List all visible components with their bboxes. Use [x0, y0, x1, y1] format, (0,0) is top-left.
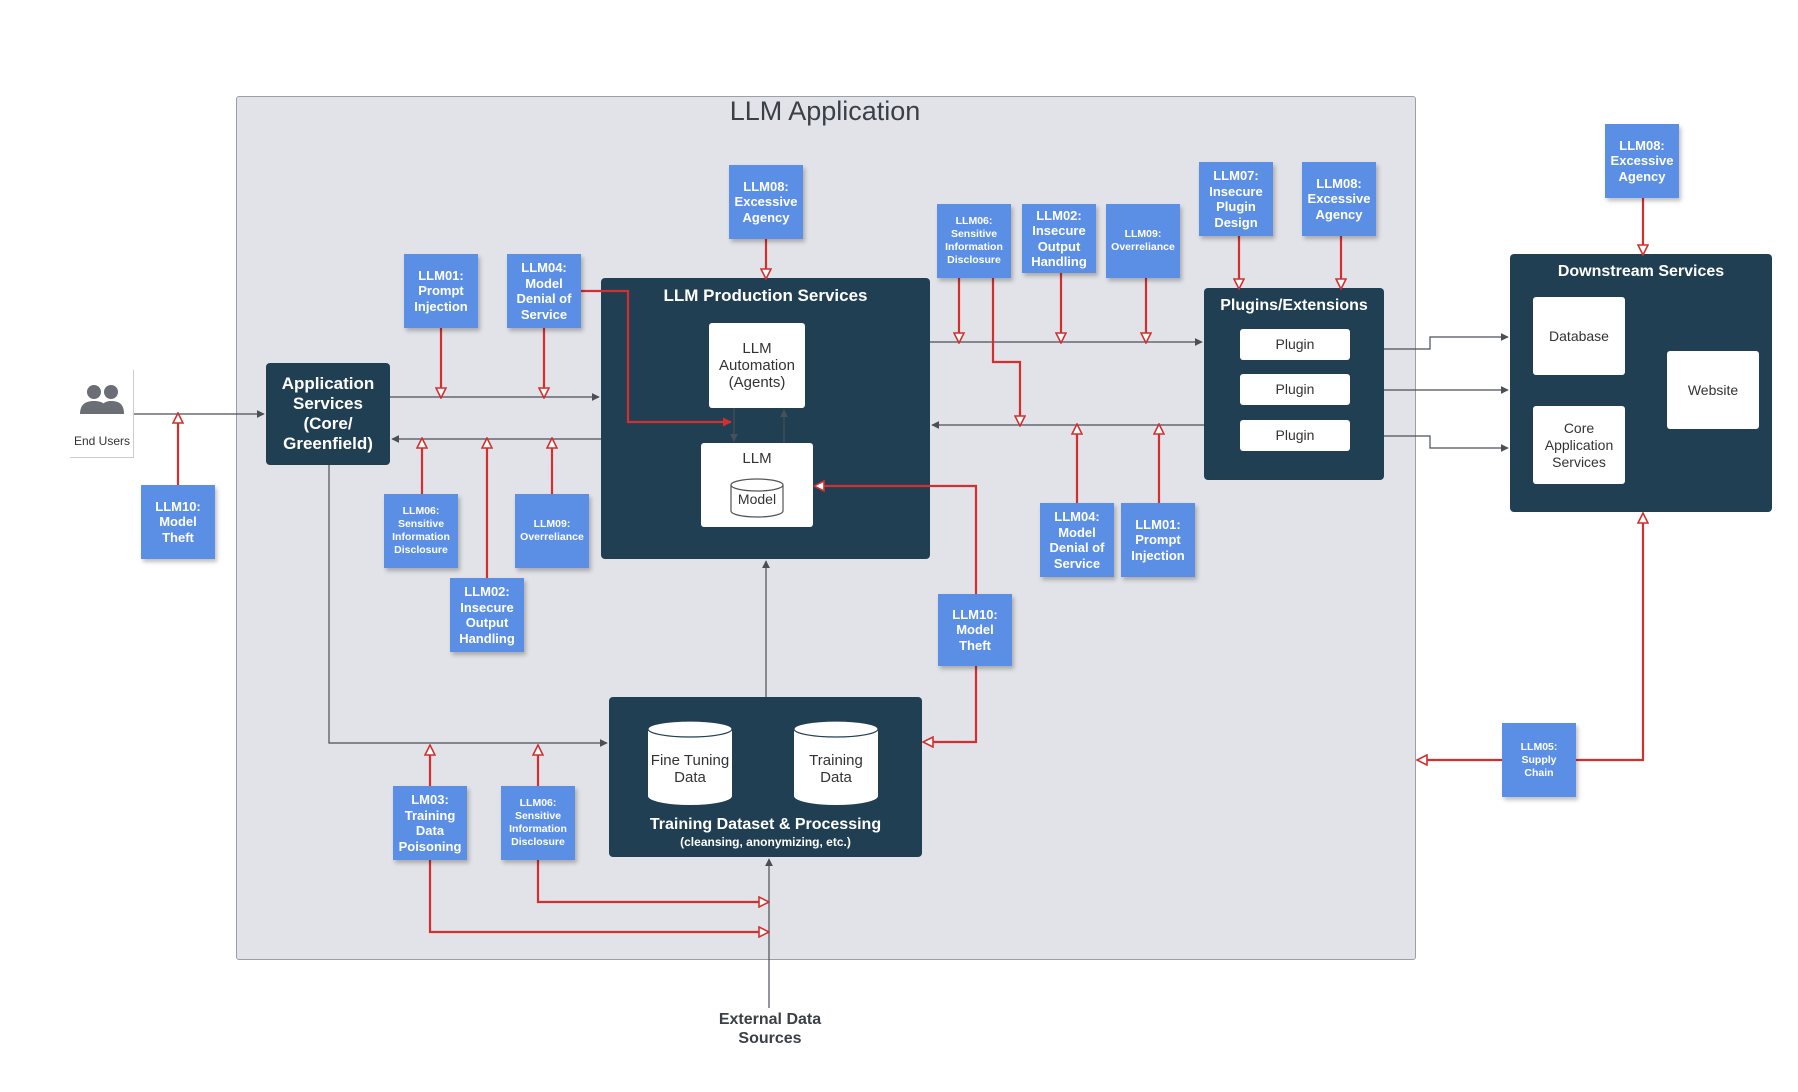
llm-label: LLM	[742, 450, 772, 467]
model-label: Model	[737, 491, 777, 507]
external-data-sources-label: External Data Sources	[718, 1011, 822, 1047]
note-llm09-overreliance-left[interactable]: LLM09: Overreliance	[515, 494, 589, 568]
flow-plugin1-to-downstream	[1384, 333, 1509, 350]
note-llm04-model-dos-left[interactable]: LLM04: Model Denial of Service	[507, 254, 581, 328]
plugins-title: Plugins/Extensions	[1220, 297, 1368, 314]
note-llm01-prompt-injection-left[interactable]: LLM01: Prompt Injection	[404, 254, 478, 328]
note-lm03-training-data-poisoning[interactable]: LM03: Training Data Poisoning	[393, 786, 467, 860]
flow-app-to-training	[328, 465, 608, 747]
note-llm07-insecure-plugin[interactable]: LLM07: Insecure Plugin Design	[1199, 162, 1273, 236]
note-llm02-insecure-output-top[interactable]: LLM02: Insecure Output Handling	[1022, 204, 1096, 273]
end-users-label: End Users	[73, 434, 131, 448]
plugin-box-1[interactable]: Plugin	[1240, 329, 1350, 360]
llm-automation-agents-box[interactable]: LLM Automation (Agents)	[709, 323, 805, 408]
model-cylinder: Model	[729, 478, 785, 518]
note-llm08-excessive-agency-downstream[interactable]: LLM08: Excessive Agency	[1605, 124, 1679, 198]
fine-tuning-label: Fine Tuning Data	[650, 752, 730, 786]
training-data-cylinder[interactable]: Training Data	[793, 720, 879, 806]
note-llm06-sensitive-info-bottom[interactable]: LLM06: Sensitive Information Disclosure	[501, 786, 575, 860]
note-llm08-excessive-agency-top[interactable]: LLM08: Excessive Agency	[729, 165, 803, 239]
note-llm10-model-theft-left[interactable]: LLM10: Model Theft	[141, 485, 215, 559]
threat-lm03-to-training	[428, 860, 768, 932]
website-box[interactable]: Website	[1667, 351, 1759, 429]
threat-llm10-to-model	[815, 486, 978, 594]
note-llm01-prompt-injection-right[interactable]: LLM01: Prompt Injection	[1121, 503, 1195, 577]
threat-llm06-return	[991, 278, 1020, 425]
note-llm05-supply-chain[interactable]: LLM05: Supply Chain	[1502, 723, 1576, 797]
training-subtitle: (cleansing, anonymizing, etc.)	[680, 835, 851, 849]
note-llm04-model-dos-right[interactable]: LLM04: Model Denial of Service	[1040, 503, 1114, 577]
training-data-label: Training Data	[809, 752, 863, 786]
note-llm10-model-theft-mid[interactable]: LLM10: Model Theft	[938, 594, 1012, 666]
threat-llm06-bottom-to-training	[536, 860, 768, 902]
note-llm09-overreliance-top[interactable]: LLM09: Overreliance	[1106, 204, 1180, 278]
note-llm02-insecure-output-left[interactable]: LLM02: Insecure Output Handling	[450, 578, 524, 652]
users-icon	[76, 382, 128, 416]
core-application-services-box[interactable]: Core Application Services	[1533, 406, 1625, 484]
application-services-box[interactable]: Application Services (Core/ Greenfield)	[266, 363, 390, 465]
end-users-node[interactable]: End Users	[70, 370, 134, 458]
note-llm06-sensitive-info-left[interactable]: LLM06: Sensitive Information Disclosure	[384, 494, 458, 568]
plugin-box-2[interactable]: Plugin	[1240, 374, 1350, 405]
fine-tuning-data-cylinder[interactable]: Fine Tuning Data	[647, 720, 733, 806]
training-title: Training Dataset & Processing	[649, 816, 882, 833]
threat-llm05-to-downstream	[1576, 514, 1643, 762]
note-llm08-excessive-agency-plugins[interactable]: LLM08: Excessive Agency	[1302, 162, 1376, 236]
plugin-box-3[interactable]: Plugin	[1240, 420, 1350, 451]
llm-box[interactable]: LLM Model	[701, 443, 813, 527]
database-box[interactable]: Database	[1533, 297, 1625, 375]
downstream-title: Downstream Services	[1557, 263, 1725, 280]
flow-plugin3-to-downstream	[1384, 435, 1509, 452]
note-llm06-sensitive-info-top[interactable]: LLM06: Sensitive Information Disclosure	[937, 204, 1011, 278]
production-title: LLM Production Services	[663, 286, 868, 305]
threat-llm10-to-training	[924, 666, 978, 742]
frame-title: LLM Application	[729, 96, 921, 126]
threat-llm04-to-automation	[581, 289, 732, 427]
